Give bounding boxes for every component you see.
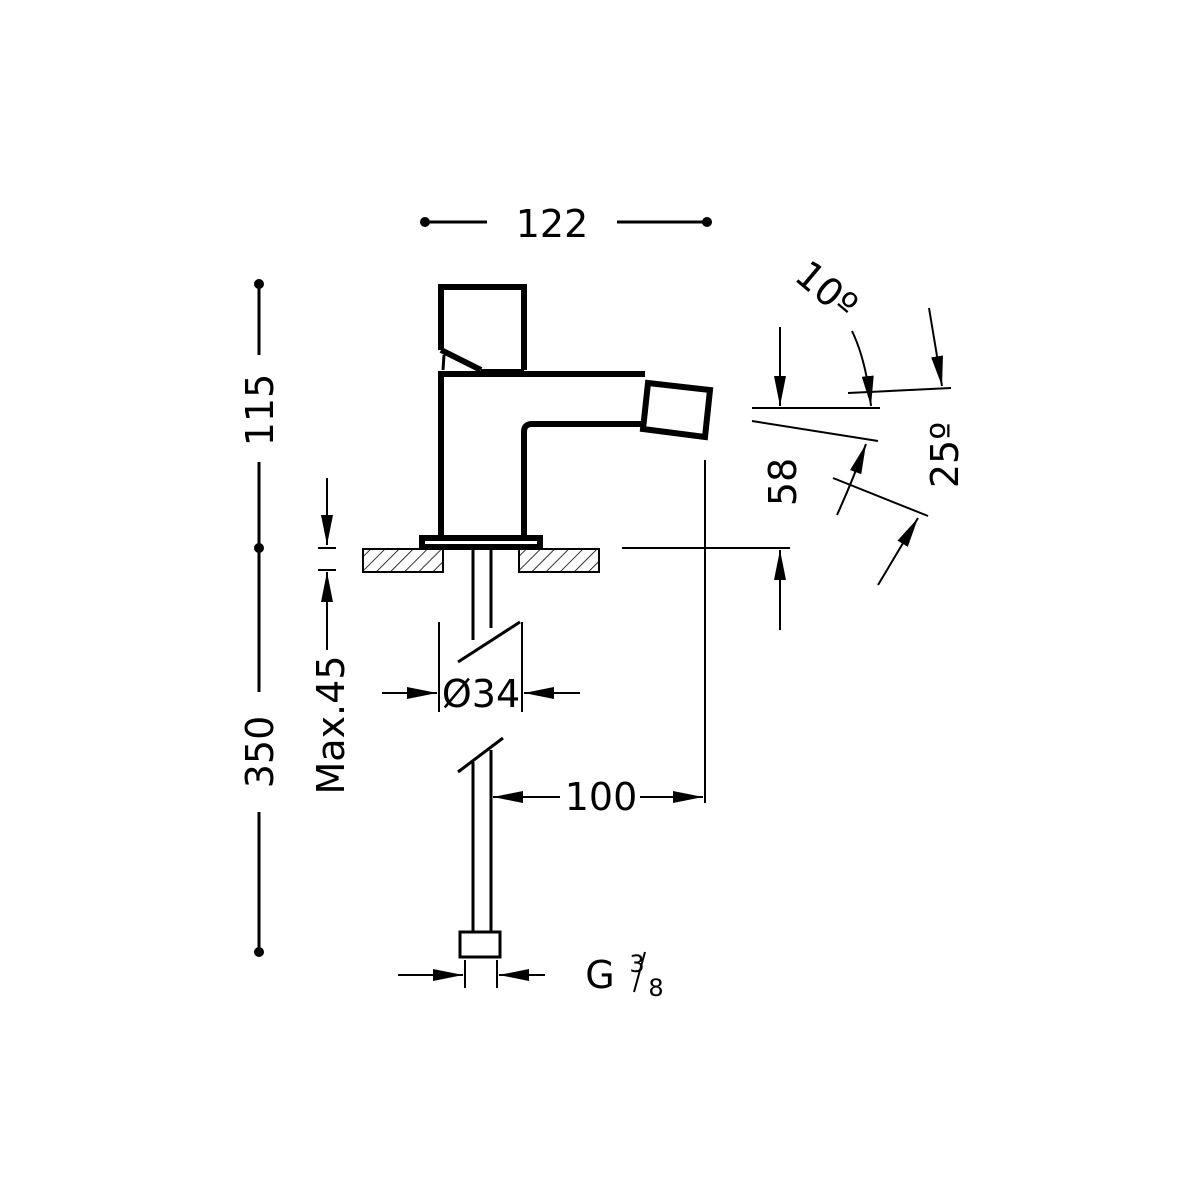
base-plate [419, 535, 543, 550]
deck-section-right [518, 548, 600, 573]
deck-section-left [362, 548, 444, 573]
hose-connector [458, 930, 502, 959]
spout-nozzle [639, 379, 714, 441]
deck-thickness-dimension: Max.45 [309, 478, 353, 795]
reach-label: 100 [565, 775, 638, 819]
spout-height-label: 58 [761, 458, 805, 506]
max-thickness-label: Max.45 [309, 656, 353, 795]
reach-dimension: 100 [493, 460, 790, 819]
angle-dimensions: 10º 25º [751, 252, 967, 586]
thread-fraction-denominator: 8 [648, 974, 663, 1002]
thread-fraction-numerator: 3 [629, 950, 644, 978]
diameter-label: Ø34 [442, 672, 520, 716]
width-label: 122 [516, 202, 589, 246]
supply-hose [457, 548, 521, 959]
thread-label: G [585, 953, 614, 997]
height-dimension: 115 350 [238, 279, 282, 957]
angle-10-label: 10º [787, 252, 866, 328]
faucet-body [419, 284, 714, 550]
angle-25-label: 25º [923, 422, 967, 488]
hose-length-label: 350 [238, 716, 282, 789]
width-dimension: 122 [420, 202, 712, 246]
height-label: 115 [238, 374, 282, 447]
hole-diameter-dimension: Ø34 [382, 622, 580, 716]
spout-height-dimension: 58 [752, 327, 880, 630]
thread-dimension: G 3 8 [398, 950, 664, 1002]
